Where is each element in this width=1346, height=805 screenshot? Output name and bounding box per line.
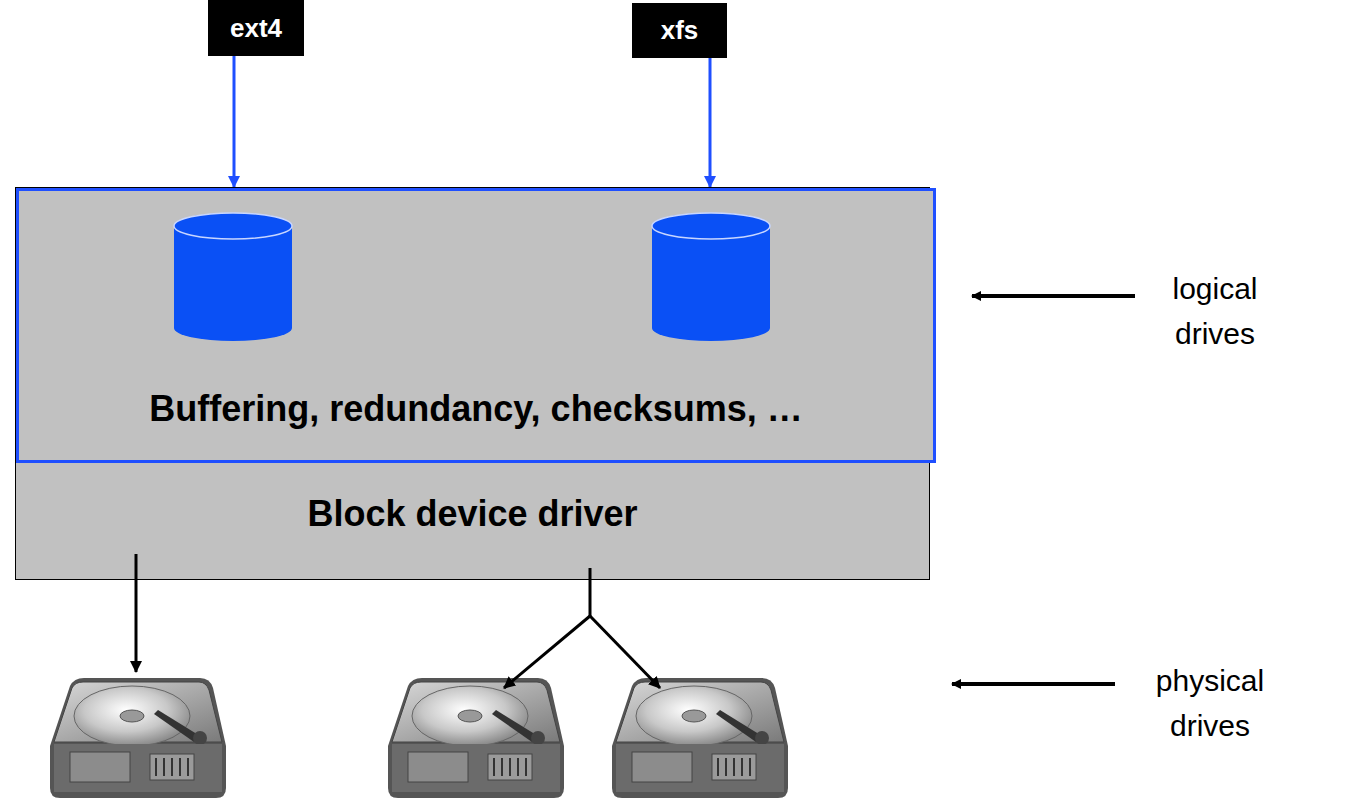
logical-drive-icon bbox=[174, 213, 292, 341]
hard-drive bbox=[612, 678, 788, 798]
mount-arrow bbox=[233, 56, 236, 187]
driver-arrow bbox=[589, 568, 592, 616]
layer-features: Buffering, redundancy, checksums, … bbox=[19, 387, 933, 431]
driver-arrow bbox=[504, 616, 590, 688]
filesystem-box: ext4 bbox=[208, 0, 304, 56]
driver-arrow bbox=[590, 616, 660, 688]
filesystem-name: ext4 bbox=[230, 13, 282, 44]
mount-arrow bbox=[709, 58, 712, 187]
layer-label: logical drives bbox=[1140, 266, 1290, 356]
pointer-arrow bbox=[952, 682, 1115, 686]
logical-drives-box: Buffering, redundancy, checksums, … bbox=[16, 188, 936, 463]
logical-drive-icon bbox=[652, 213, 770, 341]
driver-arrow bbox=[135, 554, 138, 672]
driver-box: Block device driver Buffering, redundancy… bbox=[15, 187, 930, 580]
pointer-arrow bbox=[972, 294, 1135, 298]
hard-drive bbox=[50, 678, 226, 798]
filesystem-name: xfs bbox=[661, 15, 699, 46]
hard-drive bbox=[388, 678, 564, 798]
filesystem-box: xfs bbox=[632, 3, 727, 58]
driver-label: Block device driver bbox=[16, 492, 929, 536]
layer-label: physical drives bbox=[1130, 658, 1290, 748]
